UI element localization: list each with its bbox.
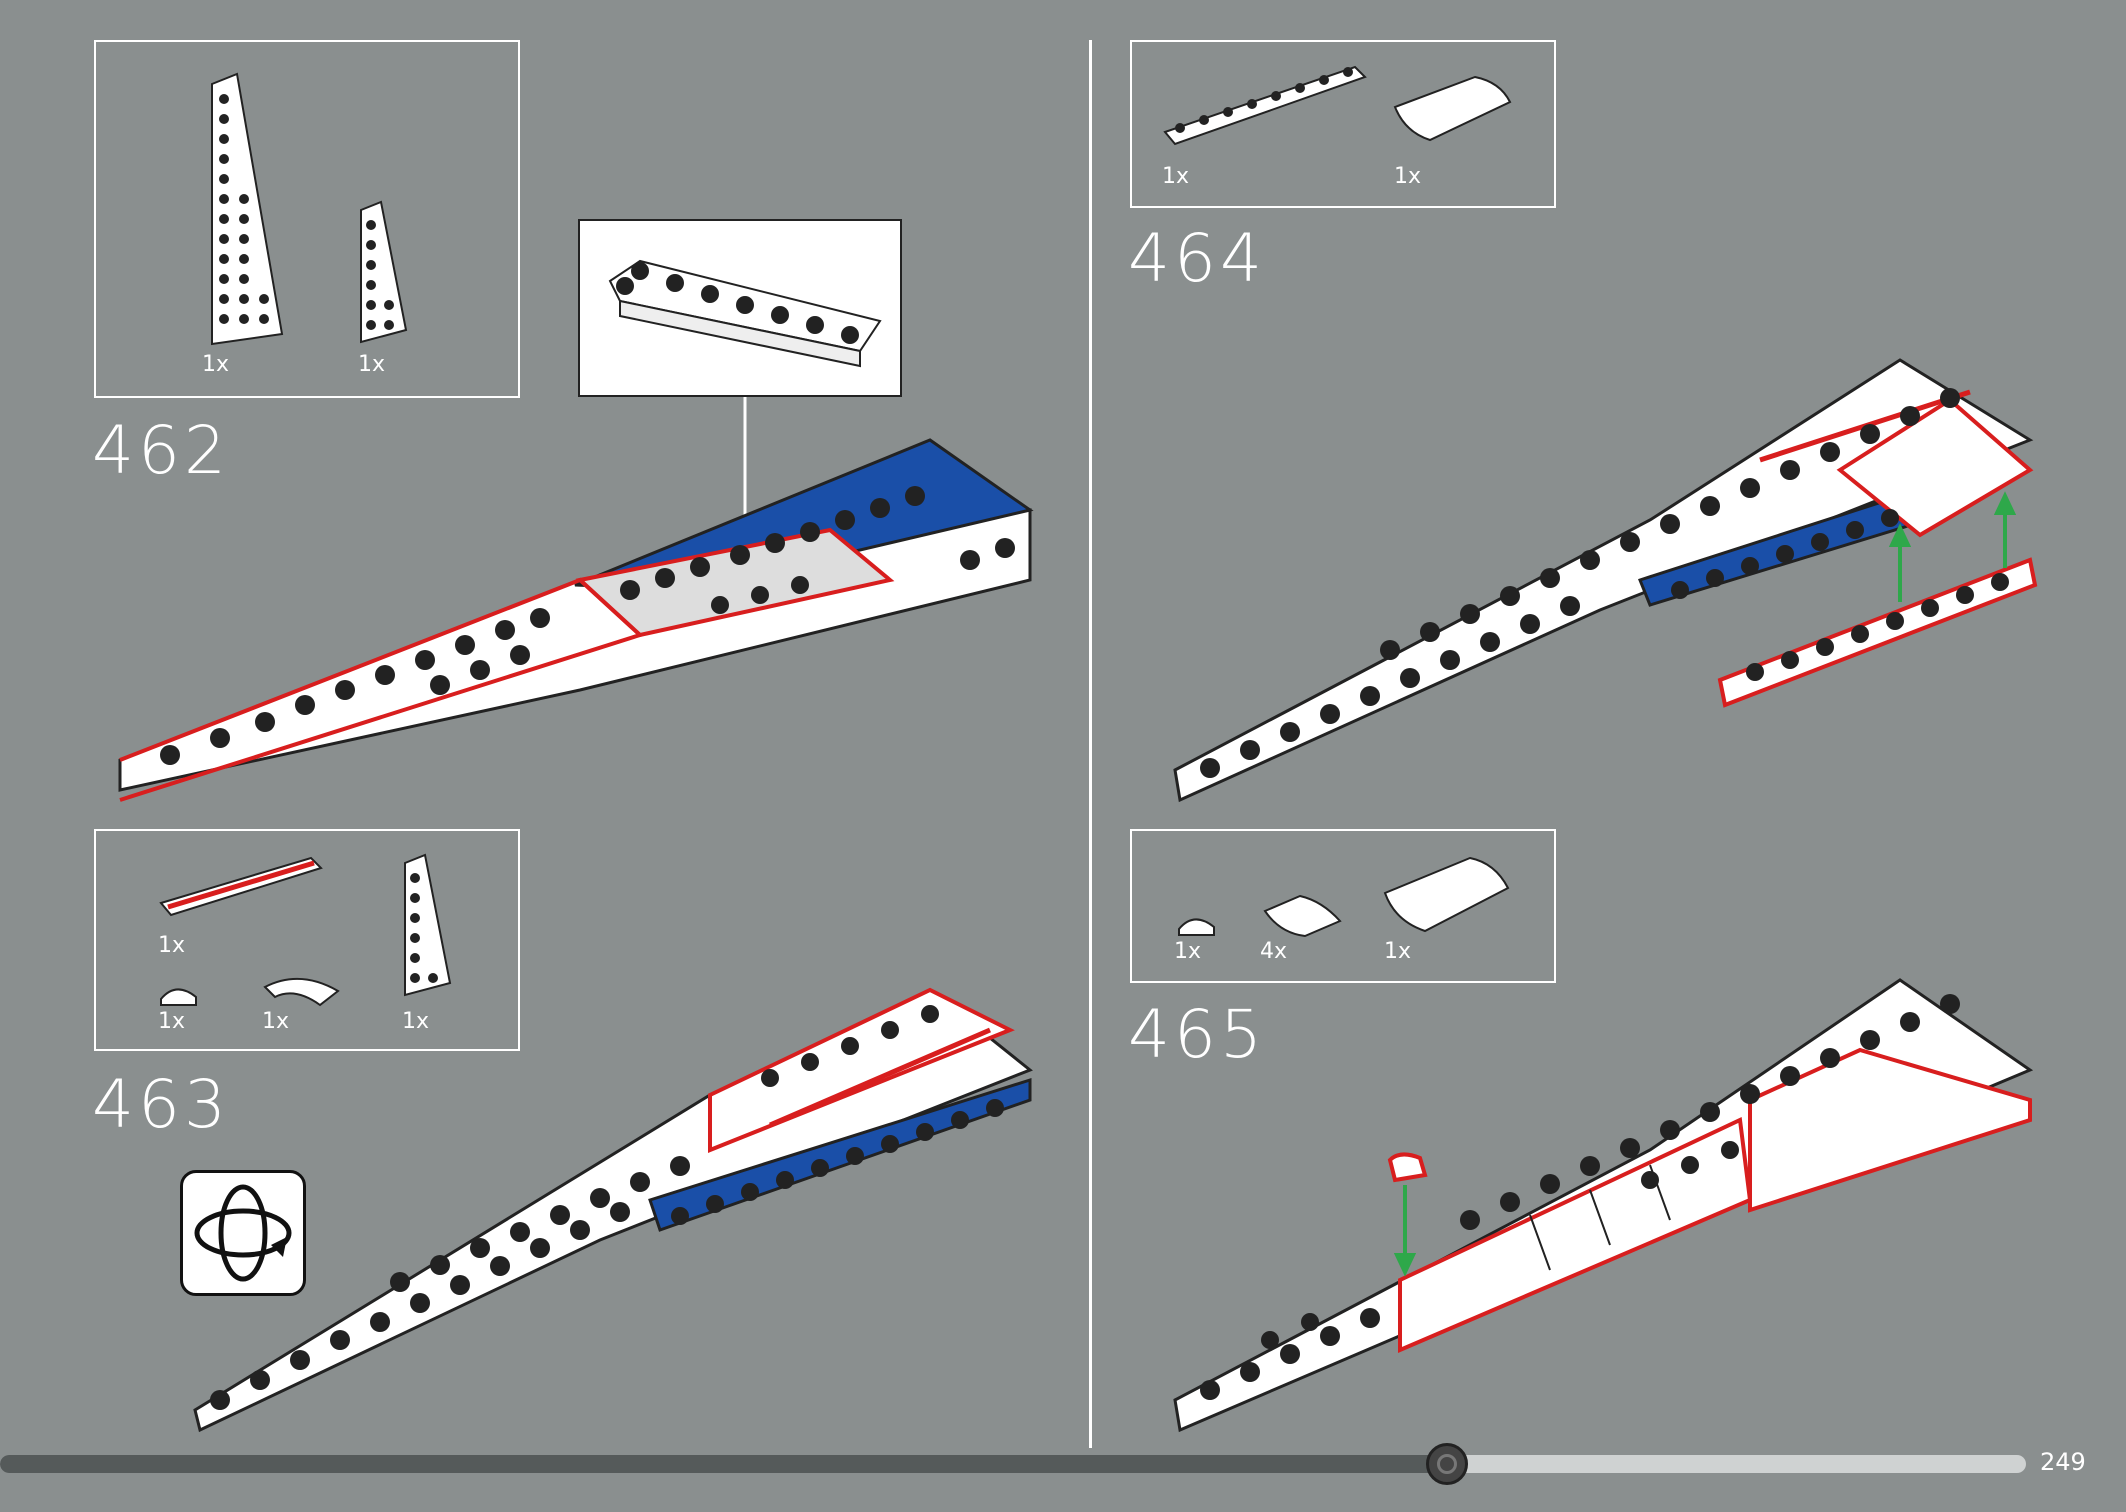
parts-box-step-462: 1x 1x bbox=[94, 40, 520, 398]
page-divider bbox=[1089, 40, 1092, 1448]
wedge-plate-small-icon bbox=[360, 200, 408, 344]
build-model-step-463 bbox=[193, 987, 1033, 1433]
parts-box-step-464: 1x 1x bbox=[1130, 40, 1556, 208]
wedge-plate-icon bbox=[608, 259, 882, 368]
tile-red-stripe-icon bbox=[159, 856, 323, 917]
wedge-plate-icon bbox=[404, 853, 452, 997]
part-qty: 4x bbox=[1260, 939, 1288, 964]
part-qty: 1x bbox=[202, 352, 230, 377]
part-qty: 1x bbox=[1384, 939, 1412, 964]
wedge-plate-large-icon bbox=[211, 72, 284, 346]
parts-box-step-463: 1x 1x 1x 1x bbox=[94, 829, 520, 1051]
part-qty: 1x bbox=[1394, 164, 1422, 189]
part-qty: 1x bbox=[158, 933, 186, 958]
page-number: 249 bbox=[2040, 1448, 2086, 1476]
step-number: 463 bbox=[92, 1066, 230, 1143]
build-model-step-465 bbox=[1173, 978, 2034, 1433]
part-qty: 1x bbox=[1162, 164, 1190, 189]
curved-slope-icon bbox=[1393, 75, 1512, 142]
build-model-step-464 bbox=[1173, 358, 2038, 803]
build-model-step-462 bbox=[118, 438, 1034, 802]
part-qty: 1x bbox=[158, 1009, 186, 1034]
slope-corner-small-icon bbox=[160, 988, 197, 1006]
step-number: 464 bbox=[1128, 220, 1266, 297]
parts-box-step-465: 1x 4x 1x bbox=[1130, 829, 1556, 983]
part-qty: 1x bbox=[1174, 939, 1202, 964]
progress-knob[interactable] bbox=[1426, 1443, 1468, 1485]
part-qty: 1x bbox=[402, 1009, 430, 1034]
curved-slope-large-icon bbox=[1383, 856, 1510, 933]
step-number: 462 bbox=[92, 412, 230, 489]
plate-1x8-icon bbox=[1163, 65, 1367, 146]
rotate-model-icon bbox=[180, 1170, 306, 1296]
tile-quarter-round-icon bbox=[263, 977, 340, 1007]
curved-slope-small-icon bbox=[1263, 894, 1342, 938]
part-qty: 1x bbox=[262, 1009, 290, 1034]
slope-corner-small-icon bbox=[1178, 918, 1215, 936]
part-qty: 1x bbox=[358, 352, 386, 377]
callout-box bbox=[578, 219, 902, 397]
step-number: 465 bbox=[1128, 996, 1266, 1073]
progress-fill bbox=[0, 1455, 1444, 1473]
